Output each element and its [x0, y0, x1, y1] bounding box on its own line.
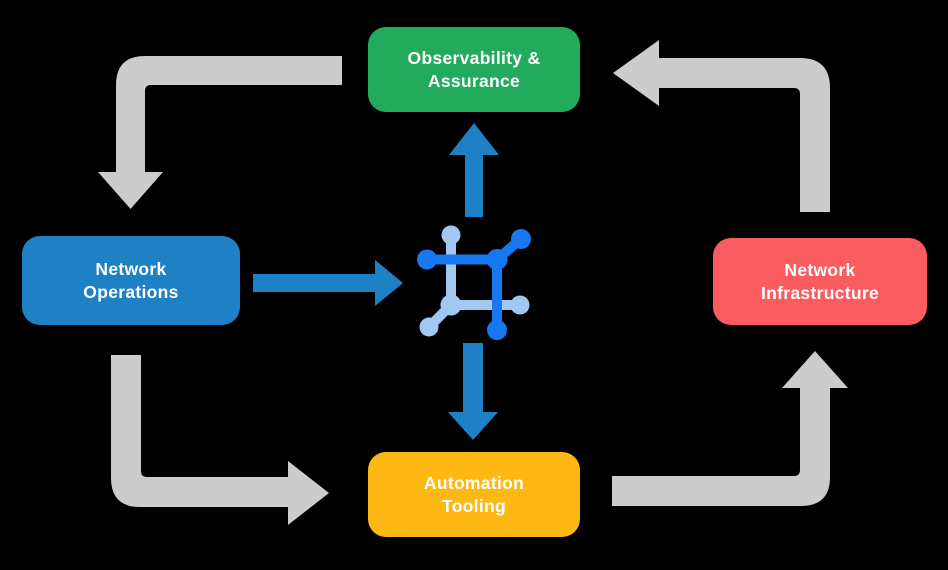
arrow-operations-to-platform-icon — [253, 260, 403, 306]
arrow-platform-icon-to-observability — [449, 123, 499, 217]
icon-node-dot — [417, 249, 437, 270]
icon-node-dot — [441, 225, 461, 245]
node-network-infrastructure: Network Infrastructure — [713, 238, 927, 325]
arrow-infrastructure-to-observability — [613, 40, 830, 212]
arrow-platform-icon-to-automation — [448, 343, 498, 440]
arrow-operations-to-automation — [111, 355, 329, 525]
icon-node-dot — [487, 320, 507, 340]
node-automation-label: Automation Tooling — [423, 473, 525, 516]
node-observability-assurance: Observability & Assurance — [368, 27, 580, 112]
node-automation-tooling: Automation Tooling — [368, 452, 580, 537]
icon-node-dot — [440, 294, 462, 316]
node-observability-label: Observability & Assurance — [407, 48, 541, 91]
arrow-observability-to-operations — [98, 56, 342, 209]
node-infrastructure-label: Network Infrastructure — [761, 260, 879, 303]
icon-node-dot — [419, 317, 439, 337]
icon-node-dot — [511, 229, 531, 249]
arrow-automation-to-infrastructure — [612, 351, 848, 506]
network-automation-icon — [417, 225, 531, 340]
icon-node-dot — [510, 295, 530, 315]
icon-node-dot — [486, 249, 508, 270]
node-operations-label: Network Operations — [83, 259, 179, 302]
node-network-operations: Network Operations — [22, 236, 240, 325]
